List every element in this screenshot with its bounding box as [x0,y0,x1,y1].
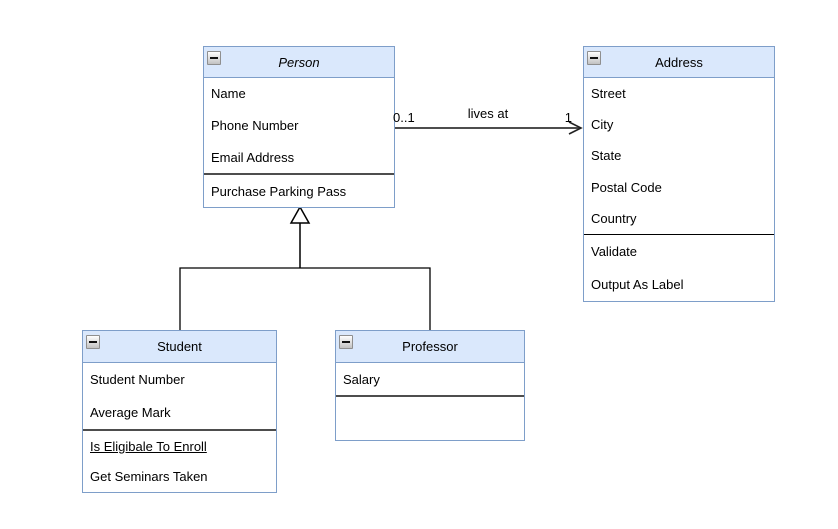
section-separator [204,173,394,175]
class-professor-titlebar[interactable]: Professor [336,331,524,363]
method-row[interactable]: Purchase Parking Pass [211,183,347,199]
collapse-minus-icon[interactable] [339,335,353,349]
section-separator [336,395,524,397]
attribute-row[interactable]: Street [591,86,626,102]
target-multiplicity-label[interactable]: 1 [564,110,572,125]
method-row[interactable]: Validate [591,244,638,259]
generalization-edge[interactable] [179,205,431,330]
class-person-title: Person [278,54,320,70]
attribute-row[interactable]: Email Address [211,149,295,165]
class-professor-methods [336,397,524,440]
class-address[interactable]: Address Street City State Postal Code Co… [583,46,775,302]
class-student-title: Student [157,339,202,354]
collapse-minus-icon[interactable] [207,51,221,65]
class-professor-title: Professor [402,339,458,354]
attribute-row[interactable]: Student Number [90,372,185,387]
class-address-titlebar[interactable]: Address [584,47,774,78]
class-person-attributes: Name Phone Number Email Address [204,78,394,173]
class-person[interactable]: Person Name Phone Number Email Address P… [203,46,395,208]
section-separator [584,234,774,235]
method-row[interactable]: Is Eligibale To Enroll [90,438,207,454]
association-label[interactable]: lives at [467,106,509,121]
class-student-titlebar[interactable]: Student [83,331,276,363]
arrowhead-icon [568,121,583,135]
class-person-methods: Purchase Parking Pass [204,175,394,207]
class-student[interactable]: Student Student Number Average Mark Is E… [82,330,277,493]
class-person-titlebar[interactable]: Person [204,47,394,78]
class-address-attributes: Street City State Postal Code Country [584,78,774,234]
attribute-row[interactable]: Country [591,210,637,226]
collapse-minus-icon[interactable] [587,51,601,65]
association-lives-at-edge[interactable] [395,121,583,135]
attribute-row[interactable]: Average Mark [90,405,171,420]
section-separator [83,429,276,431]
hollow-triangle-icon [289,205,311,224]
attribute-row[interactable]: Name [211,86,246,102]
class-professor[interactable]: Professor Salary [335,330,525,441]
method-row[interactable]: Get Seminars Taken [90,469,208,485]
attribute-row[interactable]: Postal Code [591,179,662,195]
class-address-title: Address [655,54,703,70]
class-professor-attributes: Salary [336,363,524,395]
source-multiplicity-label[interactable]: 0..1 [393,110,415,125]
attribute-row[interactable]: City [591,117,614,133]
class-address-methods: Validate Output As Label [584,235,774,301]
method-row[interactable]: Output As Label [591,277,684,292]
collapse-minus-icon[interactable] [86,335,100,349]
class-student-methods: Is Eligibale To Enroll Get Seminars Take… [83,431,276,492]
attribute-row[interactable]: Phone Number [211,117,299,133]
class-student-attributes: Student Number Average Mark [83,363,276,429]
attribute-row[interactable]: Salary [343,371,380,387]
attribute-row[interactable]: State [591,148,622,164]
